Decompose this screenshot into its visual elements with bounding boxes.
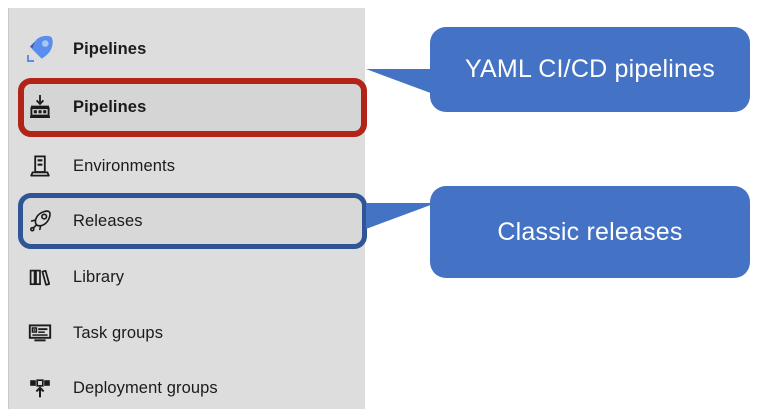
- sidebar-item-library-label: Library: [73, 267, 125, 286]
- sidebar-item-releases-label: Releases: [73, 211, 143, 230]
- deployment-groups-icon: [23, 371, 57, 405]
- sidebar-header-label: Pipelines: [73, 39, 147, 58]
- pipelines-sidebar: Pipelines Pipelines: [8, 8, 367, 410]
- callout-yaml-text: YAML CI/CD pipelines: [465, 55, 715, 83]
- task-groups-icon: [23, 316, 57, 350]
- sidebar-item-pipelines-label: Pipelines: [73, 97, 147, 116]
- releases-rocket-icon: [23, 204, 57, 238]
- azure-pipelines-logo-icon: [23, 32, 57, 66]
- sidebar-item-environments-label: Environments: [73, 156, 176, 175]
- sidebar-item-deployment-groups-label: Deployment groups: [73, 378, 218, 397]
- callout-tail-yaml: [366, 69, 436, 95]
- library-books-icon: [23, 260, 57, 294]
- sidebar-item-pipelines[interactable]: Pipelines: [9, 85, 366, 129]
- sidebar-item-deployment-groups[interactable]: Deployment groups: [9, 366, 366, 410]
- environments-server-icon: [23, 149, 57, 183]
- callout-classic-releases: Classic releases: [430, 186, 750, 278]
- sidebar-item-task-groups[interactable]: Task groups: [9, 311, 366, 355]
- sidebar-header-pipelines[interactable]: Pipelines: [9, 27, 366, 71]
- sidebar-item-task-groups-label: Task groups: [73, 323, 164, 342]
- sidebar-item-library[interactable]: Library: [9, 255, 366, 299]
- callout-yaml-pipelines: YAML CI/CD pipelines: [430, 27, 750, 112]
- callout-tail-classic: [366, 203, 436, 229]
- sidebar-item-environments[interactable]: Environments: [9, 144, 366, 188]
- pipelines-icon: [23, 90, 57, 124]
- callout-classic-text: Classic releases: [497, 217, 683, 246]
- sidebar-item-releases[interactable]: Releases: [9, 199, 366, 243]
